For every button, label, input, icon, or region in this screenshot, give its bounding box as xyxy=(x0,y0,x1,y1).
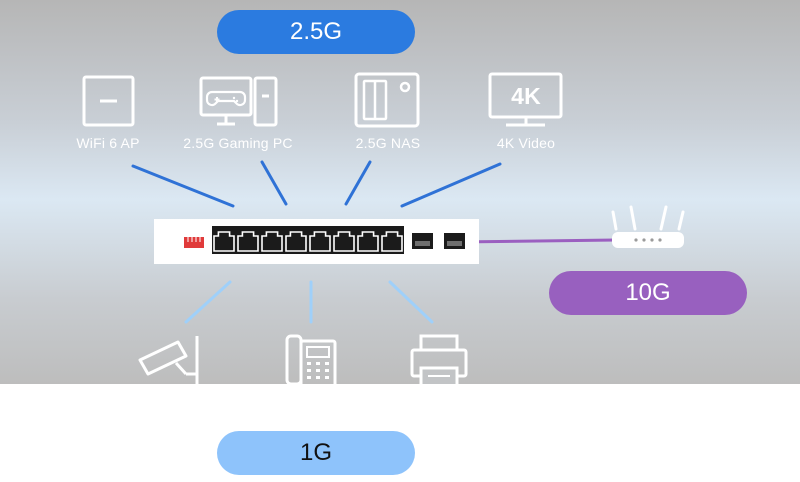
rj45-port xyxy=(381,231,403,252)
printer-icon xyxy=(410,334,468,384)
link-wifi-ap xyxy=(131,164,235,208)
rj45-port xyxy=(357,231,379,252)
link-printer xyxy=(388,280,434,324)
device-label-wifi-ap: WiFi 6 AP xyxy=(76,135,140,151)
rj45-port-block xyxy=(212,226,404,254)
wifi-ap-icon xyxy=(82,75,135,127)
security-camera-icon xyxy=(138,336,199,384)
rj45-port xyxy=(237,231,259,252)
link-10g-uplink xyxy=(457,238,617,244)
speed-tier-1g-badge: 1G xyxy=(217,431,415,475)
gaming-pc-icon xyxy=(199,76,278,127)
status-indicator xyxy=(184,237,204,248)
rj45-port xyxy=(261,231,283,252)
router-icon xyxy=(611,205,685,248)
network-switch xyxy=(154,219,479,264)
link-nas xyxy=(344,160,372,206)
nas-icon xyxy=(354,72,420,128)
rj45-port xyxy=(213,231,235,252)
speed-tier-10g-badge: 10G xyxy=(549,271,747,315)
rj45-port xyxy=(285,231,307,252)
speed-tier-2-5g-badge: 2.5G xyxy=(217,10,415,54)
sfp-port-1 xyxy=(412,233,433,249)
link-4k-video xyxy=(400,162,502,208)
tv-icon xyxy=(488,72,563,127)
device-label-gaming-pc: 2.5G Gaming PC xyxy=(183,135,293,151)
link-camera xyxy=(184,280,232,324)
sfp-port-2 xyxy=(444,233,465,249)
device-label-4k-video: 4K Video xyxy=(496,135,556,151)
links-1g xyxy=(184,280,434,324)
rj45-port xyxy=(309,231,331,252)
links-2-5g xyxy=(131,160,502,208)
tv-badge-4k: 4K xyxy=(511,83,541,109)
rj45-port xyxy=(333,231,355,252)
device-label-nas: 2.5G NAS xyxy=(355,135,421,151)
link-gaming-pc xyxy=(260,160,288,206)
ip-phone-icon xyxy=(285,334,337,384)
diagram-canvas xyxy=(82,72,685,384)
network-diagram: 2.5G 10G WiFi 6 AP 2.5G Gaming PC 2.5G N… xyxy=(0,0,800,384)
